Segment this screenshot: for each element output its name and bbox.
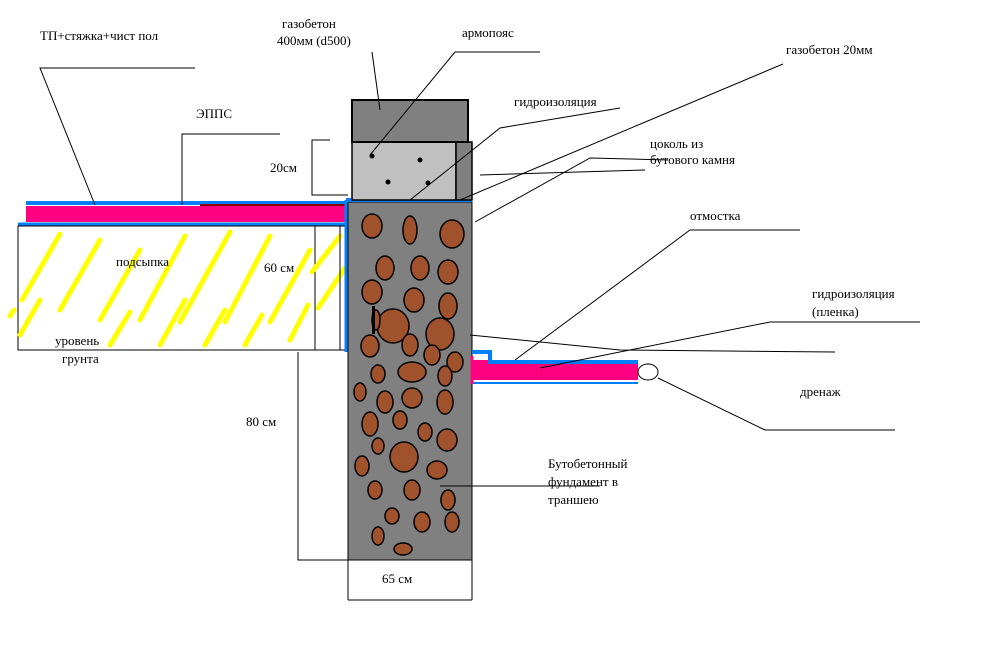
- label-gasbeton-400-line2: 400мм (d500): [277, 33, 351, 48]
- label-waterproofing-film: гидроизоляция: [812, 286, 895, 301]
- label-waterproofing-film-line2: (пленка): [812, 304, 859, 319]
- label-dim-80: 80 см: [246, 414, 276, 429]
- drain-pipe-icon: [637, 363, 659, 381]
- label-plinth: цоколь из: [650, 136, 703, 151]
- label-gasbeton-400: газобетон: [282, 16, 336, 31]
- label-dim-20: 20см: [270, 160, 297, 175]
- label-blind-area: отмостка: [690, 208, 741, 223]
- label-dim-65: 65 см: [382, 571, 412, 586]
- backfill-area: [7, 225, 349, 351]
- label-epps: ЭППС: [196, 106, 232, 121]
- label-plinth-line2: бутового камня: [650, 152, 735, 167]
- label-dim-60: 60 см: [264, 260, 294, 275]
- label-floor-pie: ТП+стяжка+чист пол: [40, 28, 159, 43]
- label-foundation: Бутобетонный: [548, 456, 628, 471]
- rubble-concrete-foundation: [344, 198, 473, 561]
- leader-lines: [18, 51, 920, 601]
- label-backfill: подсыпка: [116, 254, 169, 269]
- label-ground-level: уровень: [55, 333, 99, 348]
- aerated-concrete-wall: [351, 141, 473, 201]
- label-foundation-line2: фундамент в: [548, 474, 618, 489]
- blind-area: [470, 350, 638, 384]
- label-armopoyas: армопояс: [462, 25, 514, 40]
- floor-layers: [18, 201, 350, 226]
- label-drain: дренаж: [800, 384, 842, 399]
- label-gasbeton-20: газобетон 20мм: [786, 42, 873, 57]
- label-ground-level-line2: грунта: [62, 351, 99, 366]
- label-foundation-line3: траншею: [548, 492, 599, 507]
- diagram-labels: ТП+стяжка+чист пол газобетон 400мм (d500…: [40, 16, 895, 586]
- label-waterproofing-top: гидроизоляция: [514, 94, 597, 109]
